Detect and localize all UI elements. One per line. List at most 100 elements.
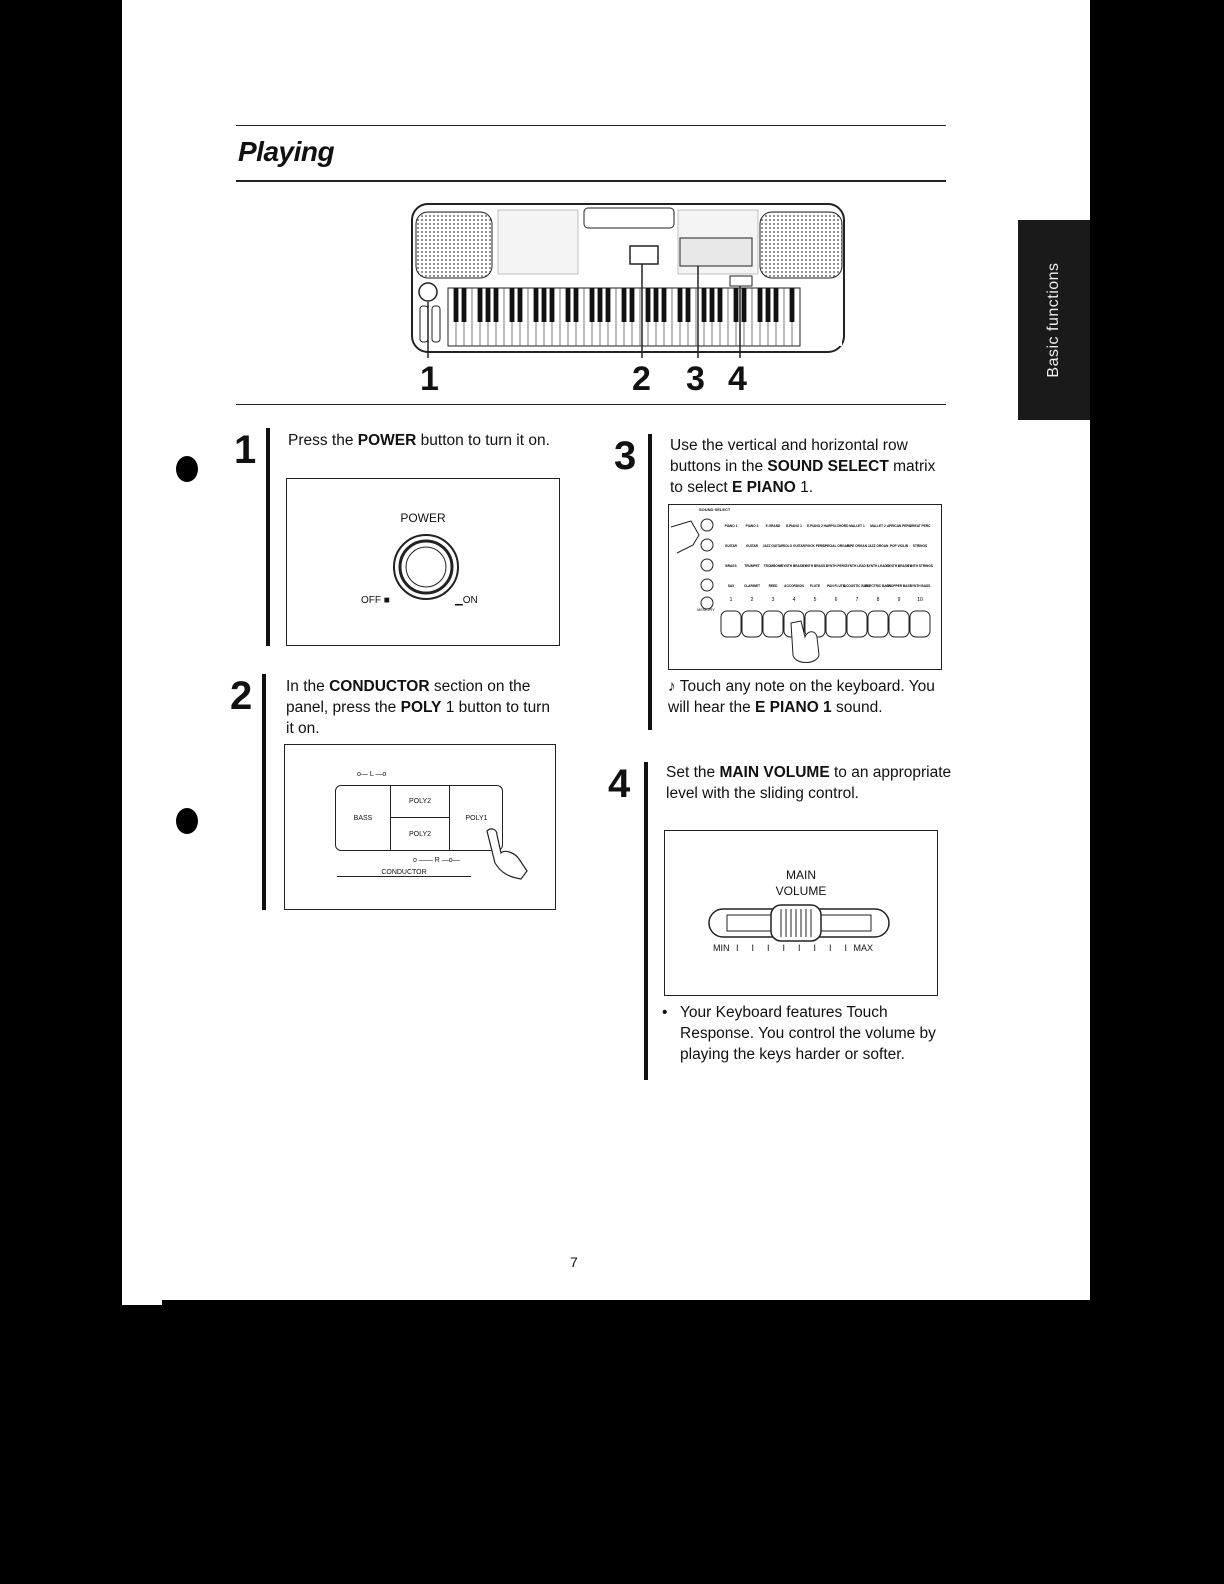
pressing-finger-icon [486, 828, 528, 880]
step-1-bar [266, 428, 270, 646]
overview-rule [236, 404, 946, 405]
conductor-panel: BASS POLY2 POLY2 POLY1 [335, 785, 503, 851]
l-indicator: o— L —o [357, 771, 387, 778]
sound-label: E.GRAND [766, 524, 781, 528]
sound-label: SPECIAL ORGAN [823, 544, 850, 548]
sound-label: PIANO 1 [725, 524, 738, 528]
row-select-button[interactable] [700, 578, 714, 592]
step-1-number: 1 [234, 428, 257, 472]
column-select-button[interactable] [720, 610, 742, 638]
sound-label: AFRICAN PERC [887, 524, 912, 528]
column-number: 9 [898, 597, 901, 603]
step-3-note: ♪ Touch any note on the keyboard. You wi… [668, 678, 935, 716]
sound-label: GREAT PERC [910, 524, 931, 528]
sound-label: SYNTH BRASS 1 [781, 564, 807, 568]
manual-page: Playing Basic functions 1 2 3 4 [122, 0, 1090, 1300]
page-edge [122, 1300, 162, 1305]
section-tab-label: Basic functions [1045, 262, 1062, 378]
sound-select-header: SOUND SELECT [699, 507, 731, 512]
row-select-button[interactable] [700, 538, 714, 552]
sound-label: SAX [728, 584, 735, 588]
page-title: Playing [238, 136, 335, 167]
sound-label: TROMBONE [764, 564, 783, 568]
row-select-button[interactable] [700, 518, 714, 532]
sound-label: POP VIOLIN [890, 544, 909, 548]
binder-hole-top [176, 456, 198, 482]
power-knob-icon [393, 534, 459, 600]
sound-label: PIPE ORGAN [847, 544, 868, 548]
sound-label: JAZZ ORGAN [868, 544, 889, 548]
bass-button[interactable]: BASS [336, 786, 391, 850]
column-select-button[interactable] [741, 610, 763, 638]
sound-label: GUITAR [725, 544, 738, 548]
main-volume-label: MAIN VOLUME [775, 868, 827, 898]
r-indicator: o —— R —o— [413, 857, 460, 864]
column-number: 4 [793, 597, 796, 603]
binder-hole-bottom [176, 808, 198, 834]
sound-label: MALLET 1 [849, 524, 865, 528]
poly1-button[interactable]: POLY1 [449, 786, 503, 850]
sound-label: SOLO GUITAR [783, 544, 806, 548]
column-select-button[interactable] [846, 610, 868, 638]
column-select-button[interactable] [888, 610, 910, 638]
poly2-bottom-button[interactable]: POLY2 [408, 830, 432, 838]
step-2-bar [262, 674, 266, 910]
callout-2: 2 [632, 360, 651, 398]
step-4-bar [644, 762, 648, 1080]
sound-label: ROCK PERC [805, 544, 825, 548]
column-number: 2 [751, 597, 754, 603]
sound-label: SYNTH BRASS 1 [886, 564, 912, 568]
sound-label: SYNTH STRINGS [907, 564, 933, 568]
page-number: 7 [570, 1254, 578, 1270]
callout-1: 1 [420, 360, 439, 398]
sound-label: ACCORDION [784, 584, 804, 588]
title-rule [236, 180, 946, 182]
column-number: 7 [856, 597, 859, 603]
sound-label: CHOPPER BASS [886, 584, 912, 588]
column-number: 8 [877, 597, 880, 603]
top-rule [236, 125, 946, 126]
column-select-button[interactable] [867, 610, 889, 638]
sound-label: BRASS [725, 564, 736, 568]
sound-label: SYNTH LEAD 1 [845, 564, 868, 568]
column-select-button[interactable] [909, 610, 931, 638]
sound-label: GUITAR [746, 544, 759, 548]
volume-slider-icon [708, 904, 890, 942]
column-number: 3 [772, 597, 775, 603]
sound-label: SYNTH BRASS 2 [802, 564, 828, 568]
memory-label: MEMORY [697, 607, 715, 612]
column-select-button[interactable] [825, 610, 847, 638]
sound-label: CLARINET [744, 584, 760, 588]
power-on-label: ▁ON [455, 595, 478, 606]
sound-label: FLUTE [810, 584, 820, 588]
sound-label: E.PIANO 2 [807, 524, 823, 528]
column-number: 6 [835, 597, 838, 603]
memory-button[interactable] [700, 596, 714, 610]
sound-label: STRINGS [913, 544, 927, 548]
poly2-top-button[interactable]: POLY2 [391, 786, 449, 818]
column-select-button[interactable] [762, 610, 784, 638]
conductor-figure: o— L —o BASS POLY2 POLY2 POLY1 o —— R —o… [284, 744, 556, 910]
step-3-text: Use the vertical and horizontal row butt… [670, 437, 936, 496]
column-number: 5 [814, 597, 817, 603]
sound-label: TRUMPET [744, 564, 759, 568]
conductor-section-label: CONDUCTOR [337, 869, 471, 877]
power-off-label: OFF ■ [361, 595, 390, 606]
step-4-text: Set the MAIN VOLUME to an appropriate le… [666, 764, 952, 802]
section-side-tab: Basic functions [1018, 220, 1090, 420]
step-3-bar [648, 434, 652, 730]
power-label: POWER [400, 511, 446, 525]
column-number: 10 [917, 597, 923, 603]
sound-label: SYNTH PERC [826, 564, 847, 568]
step-4-bullet: • Your Keyboard features Touch Response.… [662, 1004, 936, 1063]
step-2-number: 2 [230, 674, 253, 718]
step-2-text: In the CONDUCTOR section on the panel, p… [286, 678, 550, 737]
sound-label: REED [769, 584, 779, 588]
power-button-figure: POWER OFF ■ ▁ON [286, 478, 560, 646]
sound-label: JAZZ GUITAR [763, 544, 785, 548]
sound-label: HARPSI-CHORD [824, 524, 849, 528]
sound-label: PAN FLUTE [827, 584, 845, 588]
sound-label: ELECTRIC BASS [865, 584, 891, 588]
row-select-button[interactable] [700, 558, 714, 572]
